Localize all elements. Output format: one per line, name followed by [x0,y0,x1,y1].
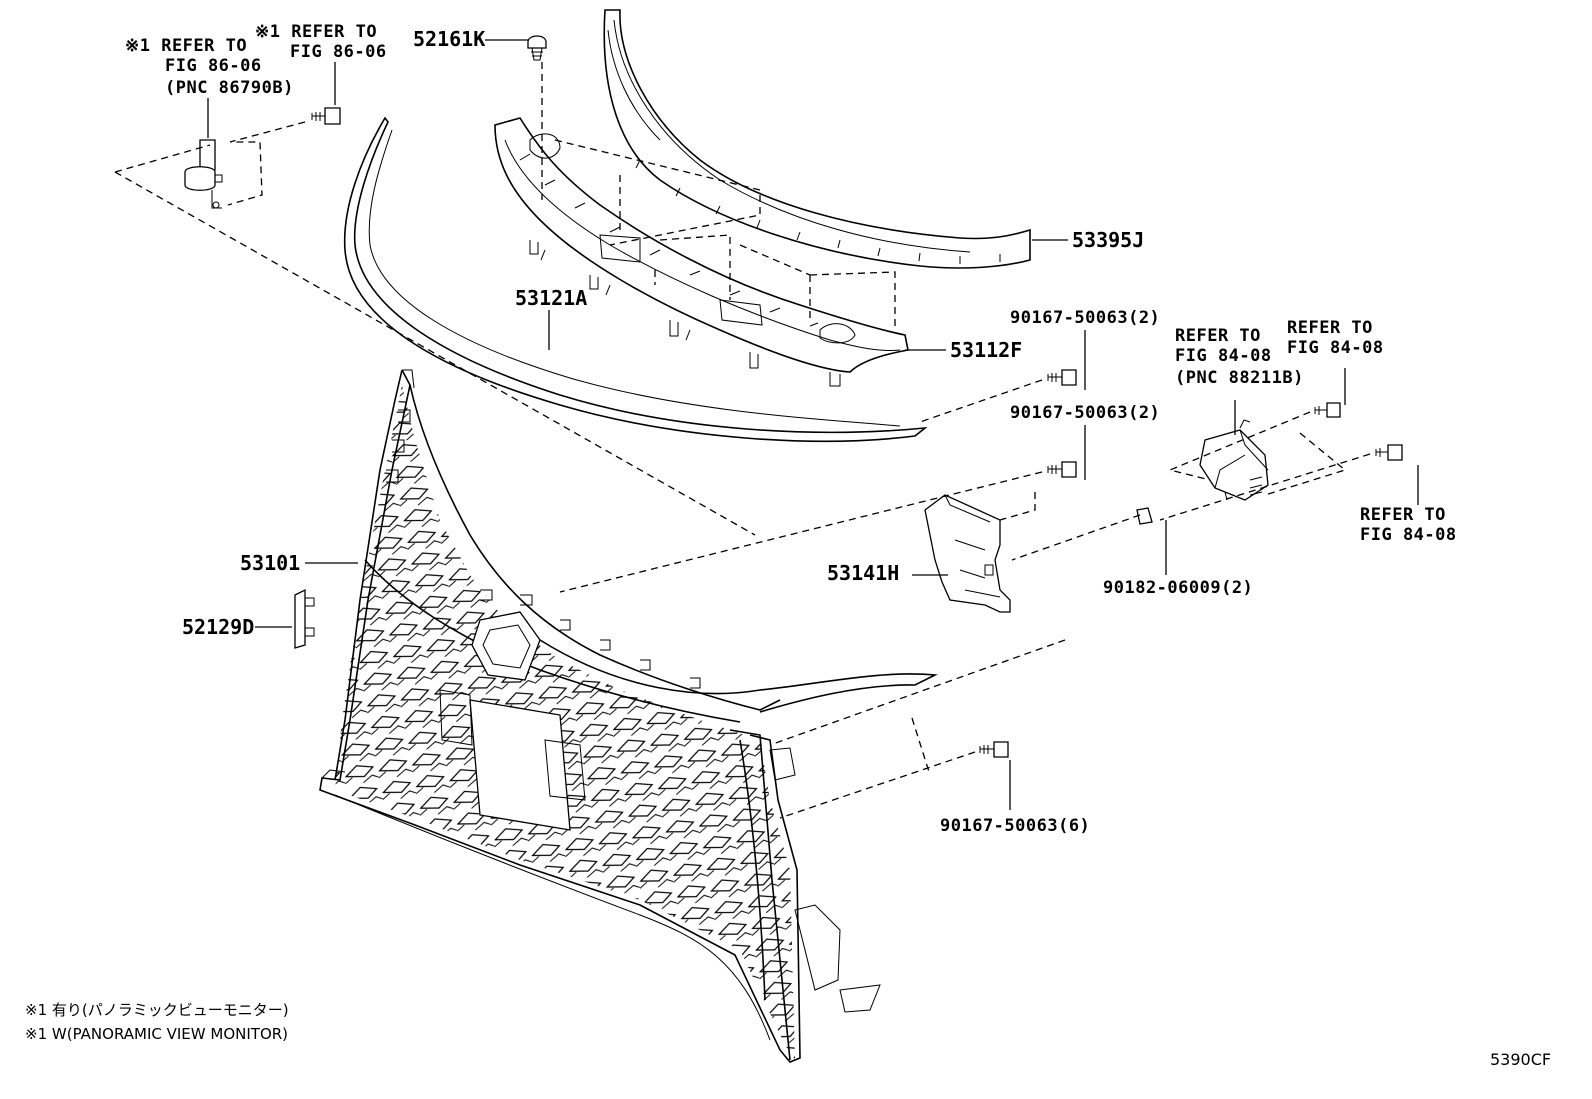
bolt-module-upper [1314,402,1341,418]
ref-sensor-line3: (PNC 86790B) [165,78,294,98]
label-52161k: 52161K [413,27,486,51]
control-module [1199,419,1269,501]
label-bolt-lower: 90167-50063(6) [940,816,1091,836]
ref-sensor-line2: FIG 86-06 [165,56,262,76]
grille-support-53112f [494,117,909,387]
camera-sensor [184,139,223,209]
radiator-grille-53101 [319,369,938,1063]
label-bolt-upper-1: 90167-50063(2) [1010,308,1161,328]
nut-90182 [1136,507,1153,525]
ref-module-bolt-line2: FIG 84-08 [1287,338,1384,358]
bracket-52129d [294,588,315,649]
ref-module-line3: (PNC 88211B) [1175,368,1304,388]
ref-module-line2: FIG 84-08 [1175,346,1272,366]
ref-right-bolt-line1: REFER TO [1360,505,1446,525]
bolt-module-right [1375,444,1403,461]
bolt-90167-upper-a [1047,369,1077,386]
bolt-90167-lower [979,741,1009,758]
label-53101: 53101 [240,551,301,575]
clip-52161k [527,35,547,61]
label-53121a: 53121A [515,286,588,310]
figure-code: 5390CF [1490,1050,1552,1069]
ref-module-bolt-line1: REFER TO [1287,318,1373,338]
label-53112f: 53112F [950,338,1023,362]
bracket-53141h [924,494,1011,613]
bolt-sensor [311,107,341,125]
label-nut-90182: 90182-06009(2) [1103,578,1254,598]
footnote-jp: ※1 有り(パノラミックビューモニター) [25,1001,289,1019]
grille-molding-53121a [343,116,928,442]
ref-bolt-line2: FIG 86-06 [290,42,387,62]
ref-sensor-line1: ※1 REFER TO [125,36,248,56]
ref-right-bolt-line2: FIG 84-08 [1360,525,1457,545]
bolt-90167-upper-b [1047,461,1077,478]
upper-molding-53395j [603,9,1031,269]
label-52129d: 52129D [182,615,255,639]
ref-module-line1: REFER TO [1175,326,1261,346]
label-53395j: 53395J [1072,228,1145,252]
label-53141h: 53141H [827,561,900,585]
footnote-en: ※1 W(PANORAMIC VIEW MONITOR) [25,1025,289,1043]
assembly-lines [114,62,1371,819]
leader-lines [207,39,1419,810]
ref-bolt-line1: ※1 REFER TO [255,22,378,42]
label-bolt-upper-2: 90167-50063(2) [1010,403,1161,423]
